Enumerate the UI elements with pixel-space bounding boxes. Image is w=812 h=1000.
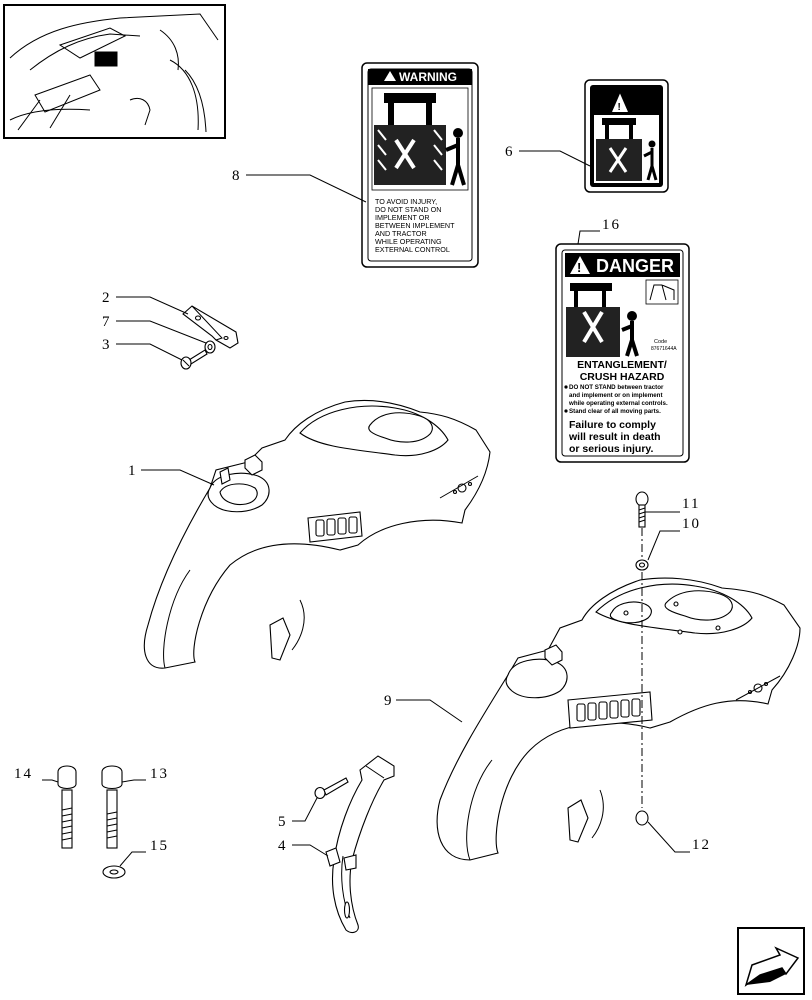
screw[interactable] <box>180 349 208 370</box>
leader-lines <box>42 150 690 867</box>
danger-consequence: Failure to comply will result in death o… <box>568 419 661 455</box>
washer-15[interactable] <box>102 865 126 879</box>
callout-16: 16 <box>602 217 621 233</box>
svg-text:will result in death: will result in death <box>568 431 661 443</box>
danger-decal[interactable]: ! DANGER Code 87671644A ENTANGLEMENT/ CR… <box>555 243 690 463</box>
callout-3: 3 <box>102 337 112 353</box>
tractor-cab-location-icon <box>9 13 219 133</box>
svg-text:IMPLEMENT OR: IMPLEMENT OR <box>375 213 430 222</box>
hazard-title-line2: CRUSH HAZARD <box>580 371 665 383</box>
danger-bullets: DO NOT STAND between tractor and impleme… <box>564 384 668 415</box>
entanglement-pictogram <box>566 279 679 357</box>
nut-12[interactable] <box>635 810 649 826</box>
callout-2: 2 <box>102 290 112 306</box>
svg-text:and implement or on implement: and implement or on implement <box>569 392 663 399</box>
console-cover-1[interactable] <box>143 399 491 669</box>
svg-text:DO NOT STAND ON: DO NOT STAND ON <box>375 205 441 214</box>
callout-12: 12 <box>692 837 711 853</box>
console-cover-9[interactable] <box>436 577 801 861</box>
strap-bracket-4[interactable] <box>325 755 395 934</box>
danger-header: DANGER <box>596 256 674 276</box>
svg-text:!: ! <box>577 260 581 275</box>
callout-15: 15 <box>150 838 169 854</box>
location-inset[interactable] <box>3 4 226 139</box>
next-page-arrow-icon[interactable] <box>737 927 805 995</box>
warning-text-block: TO AVOID INJURY, DO NOT STAND ON IMPLEME… <box>375 197 455 254</box>
callout-5: 5 <box>278 814 288 830</box>
svg-text:!: ! <box>618 102 621 113</box>
callout-7: 7 <box>102 314 112 330</box>
washer-10[interactable] <box>635 559 649 571</box>
tractor-crush-pictogram <box>371 87 469 191</box>
alert-triangle-icon <box>612 95 628 112</box>
hazard-title-line1: ENTANGLEMENT/ <box>577 359 667 371</box>
callout-4: 4 <box>278 838 288 854</box>
callout-numbers: 8 6 16 2 7 3 1 9 11 10 12 5 4 14 13 15 <box>14 144 711 854</box>
svg-text:TO AVOID INJURY,: TO AVOID INJURY, <box>375 197 437 206</box>
callout-6: 6 <box>505 144 515 160</box>
warning-decal[interactable]: WARNING TO AVOID INJURY, DO NOT STAND ON… <box>361 62 479 268</box>
pictogram-decal[interactable]: ! <box>584 79 669 193</box>
callout-14: 14 <box>14 766 33 782</box>
warning-header: WARNING <box>399 70 457 84</box>
decal-code-label: Code <box>654 339 667 345</box>
spacer-washer[interactable] <box>204 340 216 354</box>
decal-code-value: 87671644A <box>651 346 677 352</box>
svg-text:BETWEEN IMPLEMENT: BETWEEN IMPLEMENT <box>375 221 455 230</box>
svg-text:while operating external contr: while operating external controls. <box>568 400 668 407</box>
svg-text:WHILE OPERATING: WHILE OPERATING <box>375 237 442 246</box>
mounting-bracket[interactable] <box>182 305 239 349</box>
danger-triangle-icon <box>570 256 590 274</box>
svg-text:Failure to comply: Failure to comply <box>569 419 656 431</box>
bolt-13[interactable] <box>101 765 123 849</box>
callout-1: 1 <box>128 463 138 479</box>
svg-text:AND TRACTOR: AND TRACTOR <box>375 229 427 238</box>
callout-9: 9 <box>384 693 394 709</box>
bolt-14[interactable] <box>57 765 77 849</box>
svg-text:EXTERNAL CONTROL: EXTERNAL CONTROL <box>375 245 450 254</box>
callout-11: 11 <box>682 496 700 512</box>
callout-8: 8 <box>232 168 242 184</box>
tractor-crush-pictogram-small <box>594 115 659 183</box>
svg-text:or serious injury.: or serious injury. <box>569 443 653 455</box>
bolt-11[interactable] <box>635 491 649 528</box>
callout-10: 10 <box>682 516 701 532</box>
svg-text:DO NOT STAND between tractor: DO NOT STAND between tractor <box>569 384 664 391</box>
screw-5[interactable] <box>314 777 349 800</box>
svg-text:Stand clear of all moving part: Stand clear of all moving parts. <box>569 408 661 415</box>
callout-13: 13 <box>150 766 169 782</box>
warning-triangle-icon <box>384 71 396 81</box>
